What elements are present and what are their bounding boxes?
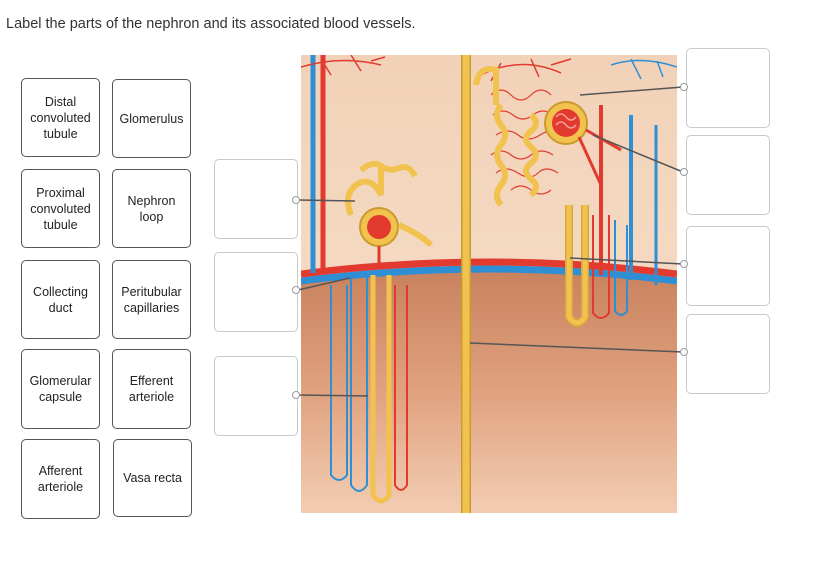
proximal-tubule-left [359,160,418,178]
distal-convoluted-tubule-right [494,103,508,207]
connector-dot-icon [680,168,688,176]
vasa-recta-loop-blue [614,220,628,316]
vasa-recta-loop-red [592,215,610,319]
tile-text: Vasa recta [123,471,182,485]
tile-text: Collecting duct [33,284,88,315]
drop-target-left-3[interactable] [214,356,298,436]
vasa-recta-left-2 [330,285,348,481]
connector-dot-icon [292,196,300,204]
connector-dot-icon [680,348,688,356]
drop-target-right-4[interactable] [686,314,770,394]
label-tile-distal-convoluted-tubule[interactable]: Distal convoluted tubule [21,78,100,157]
label-tile-collecting-duct[interactable]: Collecting duct [21,260,100,339]
label-tile-peritubular-capillaries[interactable]: Peritubular capillaries [112,260,191,339]
afferent-arteriole-right [577,136,603,186]
label-tile-nephron-loop[interactable]: Nephron loop [112,169,191,248]
vasa-recta-left-red [394,285,408,491]
proximal-convoluted-tubule-right [523,112,539,198]
connector-dot-icon [680,83,688,91]
tile-text: Nephron loop [127,193,176,224]
capillary-fan-top-left [301,55,386,76]
drop-target-left-1[interactable] [214,159,298,239]
tile-text: Glomerular capsule [29,374,92,404]
tile-text: Efferent arteriole [128,374,175,404]
connecting-tubule [473,66,499,105]
label-tile-efferent-arteriole[interactable]: Efferent arteriole [112,349,191,429]
connector-dot-icon [292,391,300,399]
tile-text: Proximal convoluted tubule [30,185,91,232]
vasa-recta-left-1 [350,275,368,492]
label-tile-afferent-arteriole[interactable]: Afferent arteriole [21,439,100,519]
nephron-loop-left [370,275,392,504]
connector-dot-icon [680,260,688,268]
nephron-loop [566,205,588,326]
question-prompt: Label the parts of the nephron and its a… [6,16,416,32]
tile-text: Distal convoluted tubule [30,94,91,141]
renal-medulla [301,271,677,513]
glomerulus-capillary-detail [555,113,577,129]
tubule-left [344,165,384,217]
label-tile-vasa-recta[interactable]: Vasa recta [113,439,192,517]
glomerulus-right [552,109,580,137]
label-tile-proximal-convoluted-tubule[interactable]: Proximal convoluted tubule [21,169,100,248]
nephron-illustration [301,55,677,513]
tubule-left-exit [397,222,434,248]
connector-dot-icon [292,286,300,294]
glomerulus-left [367,215,391,239]
tile-text: Peritubular capillaries [121,284,182,315]
tile-text: Glomerulus [119,111,184,126]
drop-target-right-1[interactable] [686,48,770,128]
capillary-fan-blue [610,58,677,80]
drop-target-left-2[interactable] [214,252,298,332]
drop-target-right-2[interactable] [686,135,770,215]
tile-text: Afferent arteriole [37,464,84,494]
drop-target-right-3[interactable] [686,226,770,306]
label-tile-glomerulus[interactable]: Glomerulus [112,79,191,158]
label-tile-glomerular-capsule[interactable]: Glomerular capsule [21,349,100,429]
